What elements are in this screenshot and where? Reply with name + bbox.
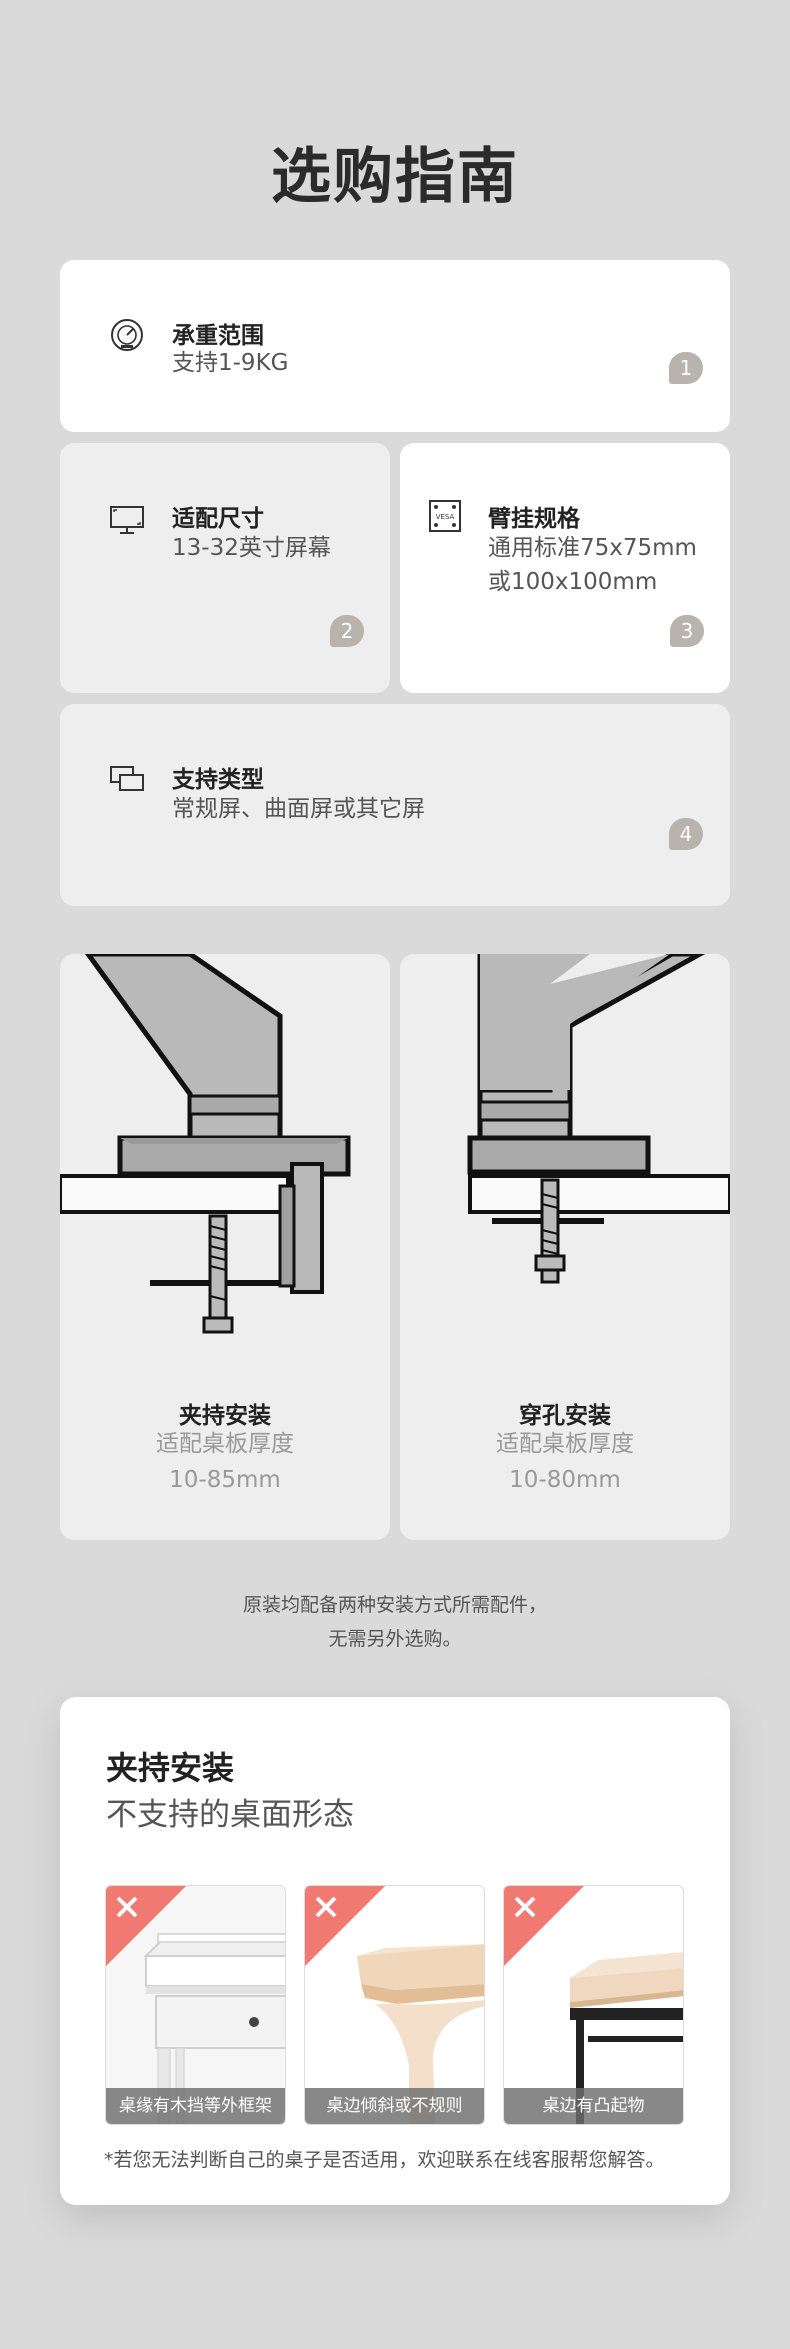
spec-value: 支持1-9KG [172, 350, 289, 376]
spec-badge: 2 [330, 615, 364, 647]
unsupported-item-protrusion: 桌边有凸起物 [503, 1885, 684, 2125]
unsupported-item-frame-edge: 桌缘有木挡等外框架 [105, 1885, 286, 2125]
spec-card-type: 支持类型 常规屏、曲面屏或其它屏 4 [60, 704, 730, 906]
install-card-clamp: 夹持安装 适配桌板厚度 10-85mm [60, 954, 390, 1540]
spec-title: 臂挂规格 [488, 506, 580, 532]
spec-title: 承重范围 [172, 323, 264, 349]
spec-badge: 3 [670, 615, 704, 647]
install-range-label: 适配桌板厚度 [496, 1431, 634, 1457]
install-card-grommet: 穿孔安装 适配桌板厚度 10-80mm [400, 954, 730, 1540]
section-subtitle: 不支持的桌面形态 [106, 1797, 354, 1833]
dual-screen-icon [110, 766, 144, 791]
clamp-mount-illustration [60, 954, 351, 1334]
accessory-note-line-1: 原装均配备两种安装方式所需配件， [242, 1594, 547, 1616]
install-label: 夹持安装 [179, 1403, 271, 1429]
install-range-value: 10-80mm [509, 1467, 621, 1493]
spec-card-vesa: VESA 臂挂规格 通用标准75x75mm 或100x100mm 3 [400, 443, 730, 693]
spec-value: 或100x100mm [488, 569, 658, 595]
unsupported-caption: 桌缘有木挡等外框架 [106, 2088, 285, 2124]
install-range-value: 10-85mm [169, 1467, 281, 1493]
install-range-label: 适配桌板厚度 [156, 1431, 294, 1457]
vesa-icon-label: VESA [436, 513, 455, 521]
vesa-icon: VESA [429, 500, 461, 532]
framed-desk-illustration [106, 1886, 285, 2124]
gauge-icon [111, 319, 143, 351]
spec-card-load: 承重范围 支持1-9KG 1 [60, 260, 730, 432]
unsupported-desk-card: 夹持安装 不支持的桌面形态 桌缘有木挡等外框架 [60, 1697, 730, 2205]
unsupported-item-sloped-edge: 桌边倾斜或不规则 [304, 1885, 485, 2125]
unsupported-caption: 桌边有凸起物 [504, 2088, 683, 2124]
spec-title: 适配尺寸 [172, 506, 264, 532]
not-supported-icon [504, 1886, 584, 1966]
grommet-mount-illustration [467, 954, 730, 1284]
customer-service-footnote: *若您无法判断自己的桌子是否适用，欢迎联系在线客服帮您解答。 [104, 2149, 665, 2171]
spec-value: 13-32英寸屏幕 [172, 535, 331, 561]
spec-title: 支持类型 [172, 767, 264, 793]
not-supported-icon [106, 1886, 186, 1966]
page-title: 选购指南 [271, 142, 519, 212]
accessory-note-line-2: 无需另外选购。 [328, 1628, 462, 1650]
spec-value: 通用标准75x75mm [488, 535, 697, 561]
spec-badge: 4 [669, 818, 703, 850]
unsupported-caption: 桌边倾斜或不规则 [305, 2088, 484, 2124]
spec-card-size: 适配尺寸 13-32英寸屏幕 2 [60, 443, 390, 693]
monitor-icon [110, 506, 144, 534]
not-supported-icon [305, 1886, 385, 1966]
install-label: 穿孔安装 [519, 1403, 611, 1429]
section-title: 夹持安装 [106, 1749, 235, 1787]
spec-badge: 1 [669, 352, 703, 384]
spec-value: 常规屏、曲面屏或其它屏 [172, 796, 425, 822]
